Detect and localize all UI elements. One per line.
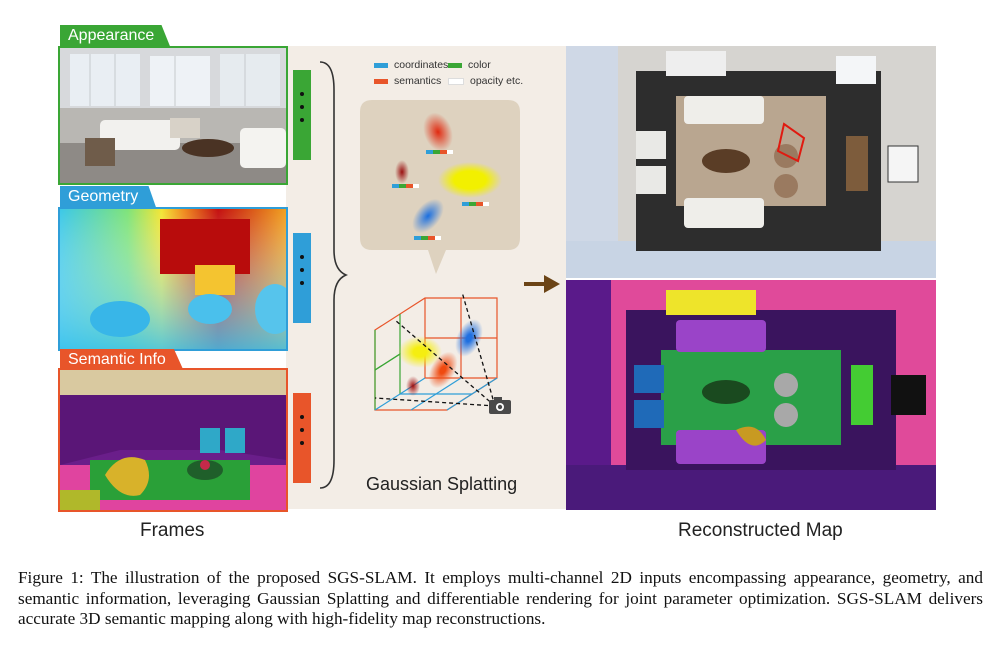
geometry-vector <box>293 233 311 323</box>
frames-caption: Frames <box>140 520 205 541</box>
depth-map <box>60 209 286 349</box>
legend-coordinates: coordinates <box>374 59 448 71</box>
merge-brace <box>319 61 348 489</box>
output-arrow <box>524 275 560 293</box>
living-room-photo <box>60 48 286 183</box>
legend-color: color <box>448 59 491 71</box>
semantic-map <box>566 280 936 510</box>
semantic-frame <box>58 368 288 512</box>
legend-opacity: opacity etc. <box>448 75 523 87</box>
splatting-caption: Gaussian Splatting <box>366 474 518 494</box>
semantic-vector <box>293 393 311 483</box>
semantic-label: Semantic Info <box>60 349 184 371</box>
geometry-label: Geometry <box>60 186 157 208</box>
appearance-frame <box>58 46 288 185</box>
attribute-bars <box>392 150 489 240</box>
gaussian-grid-3d <box>374 291 511 414</box>
appearance-label: Appearance <box>60 25 171 47</box>
map-caption: Reconstructed Map <box>678 520 843 541</box>
camera-icon <box>489 397 511 414</box>
legend-semantics: semantics <box>374 75 441 87</box>
figure-caption: Figure 1: The illustration of the propos… <box>18 568 983 628</box>
semantic-segmentation <box>60 370 286 510</box>
geometry-frame <box>58 207 288 351</box>
gaussian-bubble <box>360 100 520 274</box>
rgb-map <box>566 46 936 278</box>
appearance-vector <box>293 70 311 160</box>
